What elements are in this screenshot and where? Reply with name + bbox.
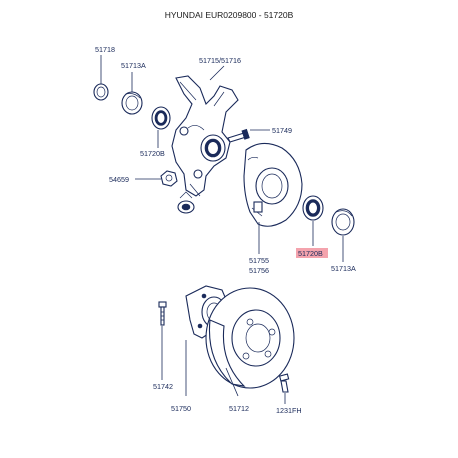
part-label-51720b-right[interactable]: 51720B xyxy=(298,249,323,258)
steering-knuckle-drawing xyxy=(171,75,239,197)
part-label-51755[interactable]: 51755 xyxy=(249,256,269,265)
part-label-51750[interactable]: 51750 xyxy=(171,404,191,413)
dust-seal-left-drawing xyxy=(121,91,143,115)
leader-lines xyxy=(100,55,344,404)
diagram-title: HYUNDAI EUR0209800 - 51720B xyxy=(165,10,294,20)
part-label-51715-51716[interactable]: 51715/51716 xyxy=(199,56,241,65)
bearing-right-drawing xyxy=(302,195,324,221)
part-label-51712[interactable]: 51712 xyxy=(229,404,249,413)
part-label-51756[interactable]: 51756 xyxy=(249,266,269,275)
part-label-51742[interactable]: 51742 xyxy=(153,382,173,391)
part-label-51720b-left[interactable]: 51720B xyxy=(140,149,165,158)
part-label-51749[interactable]: 51749 xyxy=(272,126,292,135)
part-label-51713a-top[interactable]: 51713A xyxy=(121,61,146,70)
ball-joint-drawing xyxy=(177,191,195,214)
screw-1231fh-drawing xyxy=(278,373,290,393)
dust-seal-right-drawing xyxy=(331,208,355,236)
highlight-box xyxy=(296,248,328,258)
part-label-1231fh[interactable]: 1231FH xyxy=(276,406,302,415)
part-label-51718[interactable]: 51718 xyxy=(95,45,115,54)
hub-bolt-drawing xyxy=(158,301,167,326)
part-label-51713a-right[interactable]: 51713A xyxy=(331,264,356,273)
nut-54659-drawing xyxy=(160,170,178,187)
brake-disc-drawing xyxy=(205,287,295,389)
dust-cover-drawing xyxy=(243,142,303,227)
bearing-left-drawing xyxy=(151,106,171,130)
seal-ring-drawing xyxy=(93,83,109,101)
bolt-51749-drawing xyxy=(227,128,250,143)
part-label-54659[interactable]: 54659 xyxy=(109,175,129,184)
